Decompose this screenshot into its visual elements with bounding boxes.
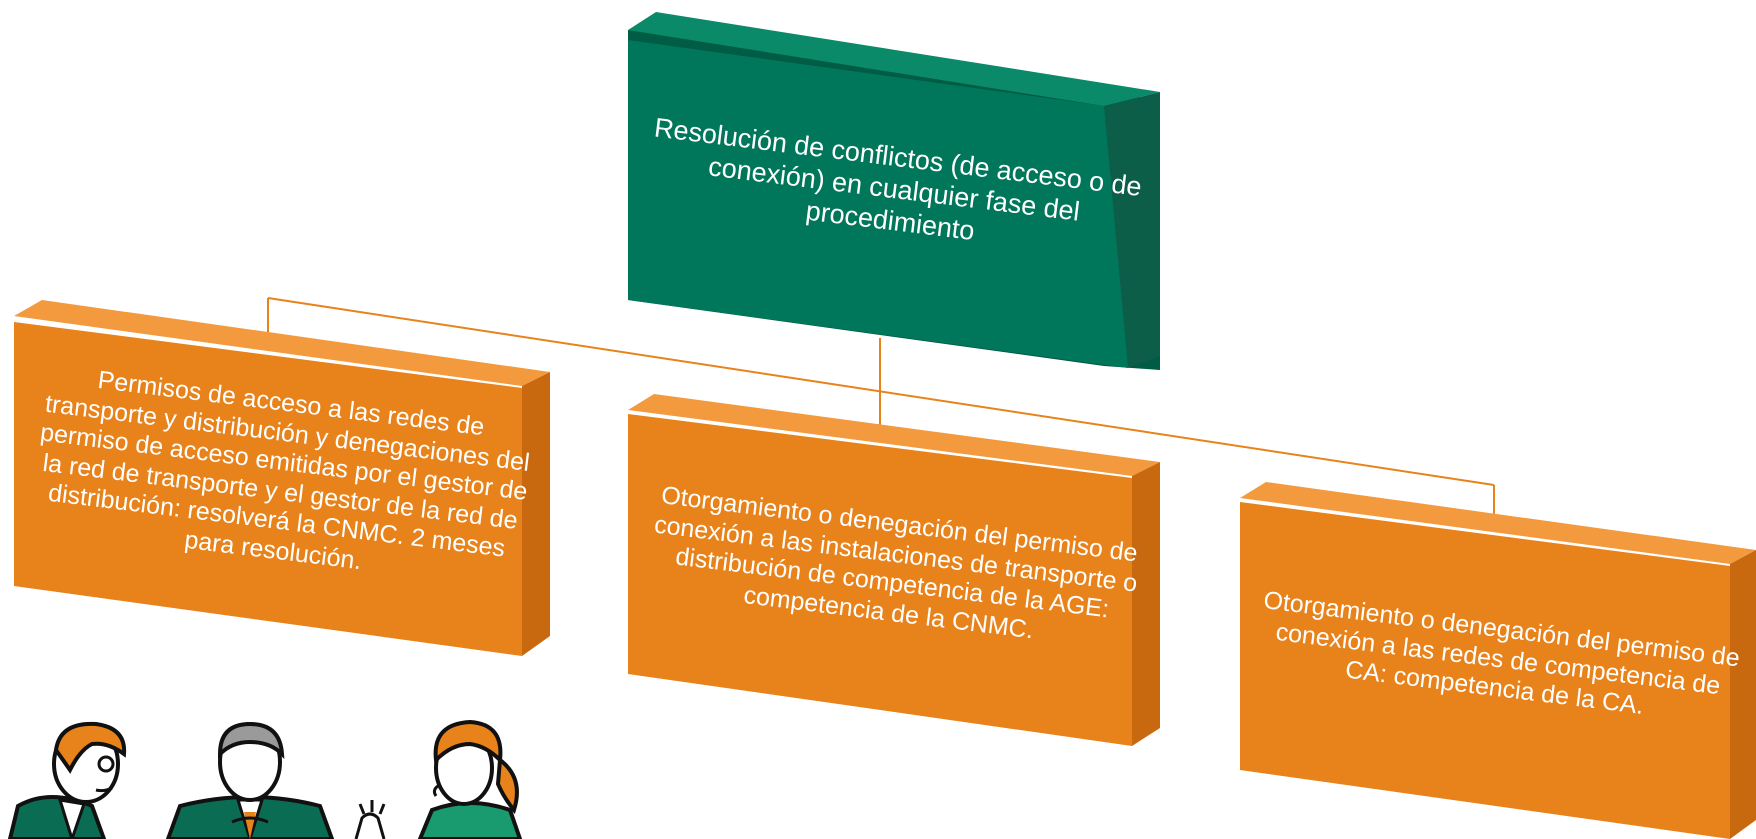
root-node-shape [628, 12, 1160, 370]
person-right-icon [417, 719, 523, 839]
child-node-center: Otorgamiento o denegación del permiso de… [628, 392, 1160, 746]
business-people-discussion-icon [7, 719, 523, 839]
person-center-icon [165, 721, 335, 839]
child-node-left-shape [14, 300, 550, 656]
child-node-left: Permisos de acceso a las redes de transp… [14, 298, 550, 656]
child-node-right: Otorgamiento o denegación del permiso de… [1240, 480, 1756, 839]
person-left-icon [7, 721, 127, 839]
root-node: Resolución de conflictos (de acceso o de… [628, 10, 1160, 370]
child-node-right-shape [1240, 482, 1756, 839]
gesture-hand-icon [354, 800, 386, 839]
child-node-center-shape [628, 394, 1160, 746]
